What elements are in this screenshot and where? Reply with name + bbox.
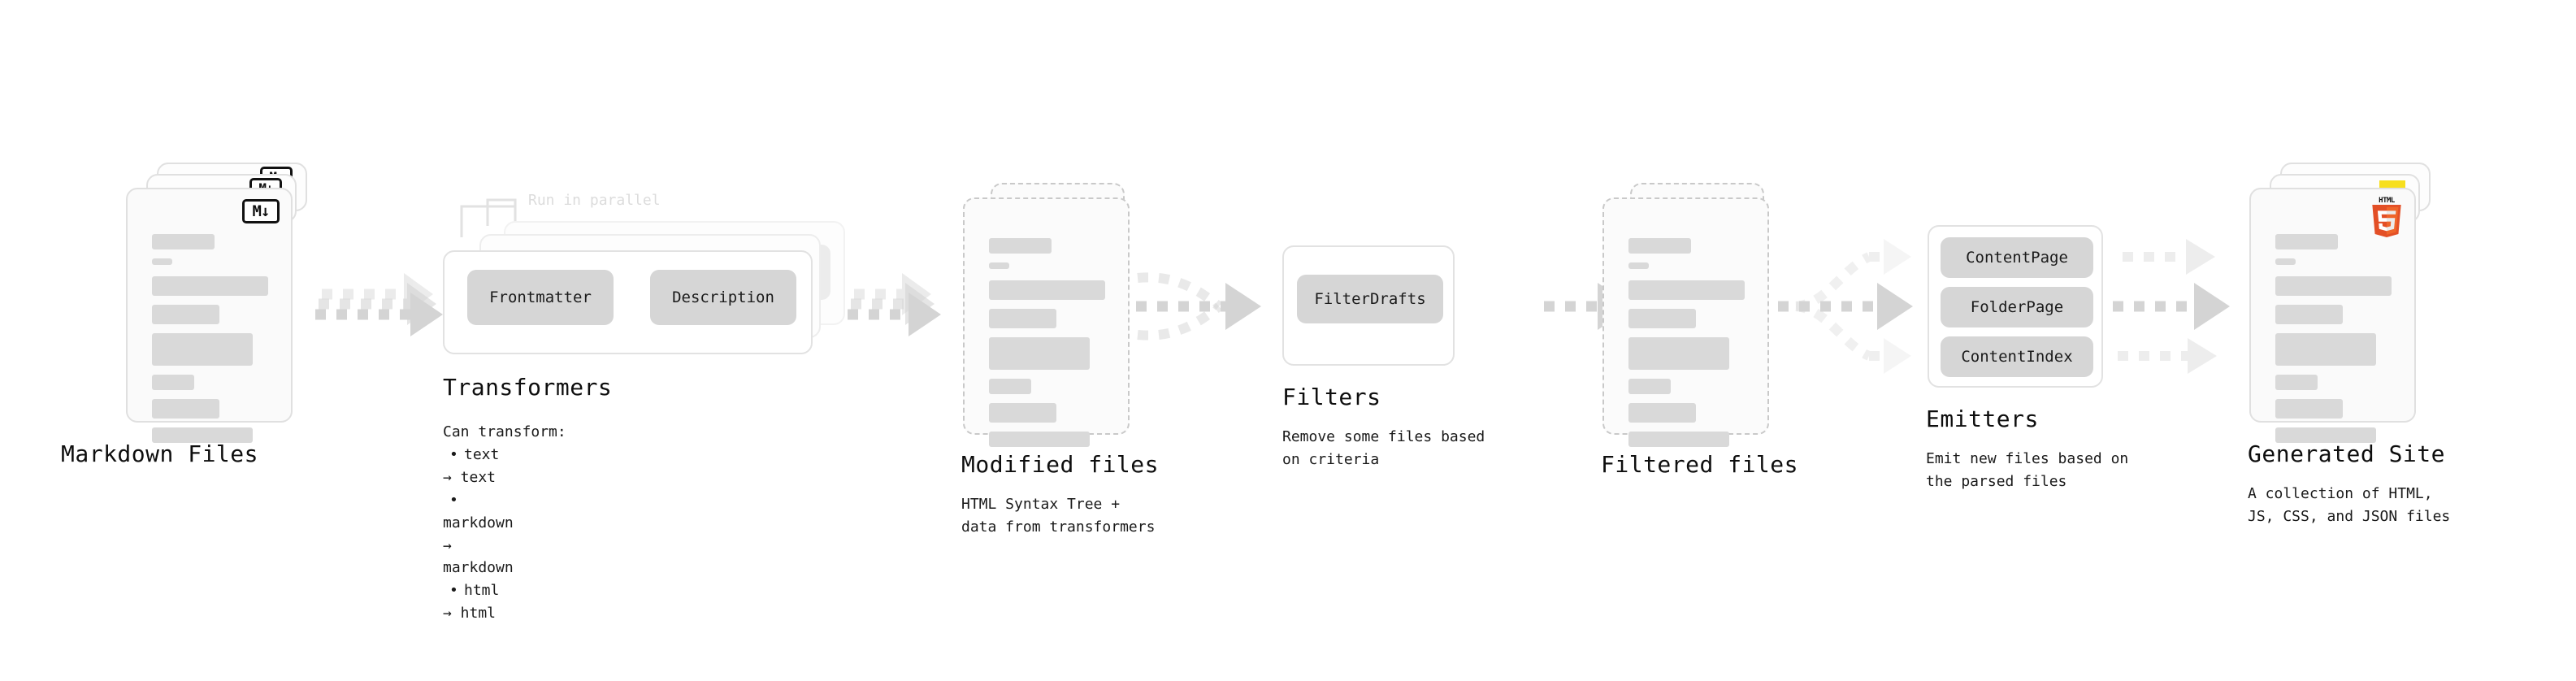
list-item: text → text: [443, 444, 514, 489]
placeholder-lines: [2275, 234, 2396, 452]
transformer-chip-frontmatter[interactable]: Frontmatter: [467, 270, 614, 325]
emitters-module: ContentPage FolderPage ContentIndex: [1928, 225, 2103, 388]
arrow-markdown-to-transformers: [315, 273, 443, 336]
stage-filtered-files: Filtered files: [1601, 183, 1798, 478]
placeholder-lines: [152, 234, 273, 452]
transformer-chip-description[interactable]: Description: [650, 270, 796, 325]
stage-subtitle-modified-files: HTML Syntax Tree + data from transformer…: [961, 496, 1156, 536]
filtered-file-stack: [1602, 183, 1777, 447]
stage-modified-files: Modified files HTML Syntax Tree + data f…: [961, 183, 1159, 536]
filtered-card-front: [1602, 197, 1769, 447]
markdown-file-stack: M↓ M↓ M↓: [126, 163, 313, 443]
stage-subtitle-emitters: Emit new files based on the parsed files: [1926, 450, 2129, 490]
generated-file-stack: CSS HTML: [2249, 163, 2436, 443]
markdown-icon: M↓: [242, 199, 280, 223]
emitter-chip-contentindex[interactable]: ContentIndex: [1941, 336, 2093, 377]
html5-icon: HTML: [2370, 197, 2403, 237]
stage-title-transformers: Transformers: [443, 374, 613, 401]
generated-card-front: HTML: [2249, 188, 2416, 443]
stage-markdown-files: M↓ M↓ M↓ Markdown Files: [61, 163, 313, 467]
stage-subtitle-filters: Remove some files based on criteria: [1282, 428, 1485, 468]
stage-title-generated-site: Generated Site: [2248, 440, 2446, 467]
stage-title-emitters: Emitters: [1926, 406, 2039, 432]
emitter-chip-contentpage[interactable]: ContentPage: [1941, 237, 2093, 278]
arrow-filtered-to-emitters: [1778, 239, 1913, 374]
placeholder-lines: [1628, 238, 1750, 456]
stage-subtitle-generated-site: A collection of HTML, JS, CSS, and JSON …: [2248, 485, 2451, 525]
transformer-capability-list: text → text markdown → markdown html → h…: [443, 444, 514, 625]
arrow-emitters-to-site: [2113, 239, 2230, 374]
list-item: html → html: [443, 579, 514, 625]
stage-subtitle-transformers: Can transform:: [443, 423, 566, 440]
markdown-card-front: M↓: [126, 188, 293, 443]
stage-title-filtered-files: Filtered files: [1601, 451, 1799, 478]
modified-card-front: [963, 197, 1130, 447]
emitter-chip-folderpage[interactable]: FolderPage: [1941, 287, 2093, 327]
arrow-modified-to-filters: [1136, 272, 1261, 340]
stage-title-filters: Filters: [1282, 384, 1381, 410]
run-in-parallel-label: Run in parallel: [528, 192, 661, 209]
stage-title-modified-files: Modified files: [961, 451, 1160, 478]
filter-chip-filterdrafts[interactable]: FilterDrafts: [1297, 275, 1443, 323]
stage-generated-site: CSS HTML: [2248, 163, 2450, 525]
filters-module: FilterDrafts: [1282, 245, 1455, 366]
list-item: markdown → markdown: [443, 489, 514, 580]
modified-file-stack: [963, 183, 1138, 447]
transformer-module-front: Frontmatter Description: [443, 250, 813, 354]
placeholder-lines: [989, 238, 1110, 456]
stage-title-markdown-files: Markdown Files: [61, 440, 259, 467]
